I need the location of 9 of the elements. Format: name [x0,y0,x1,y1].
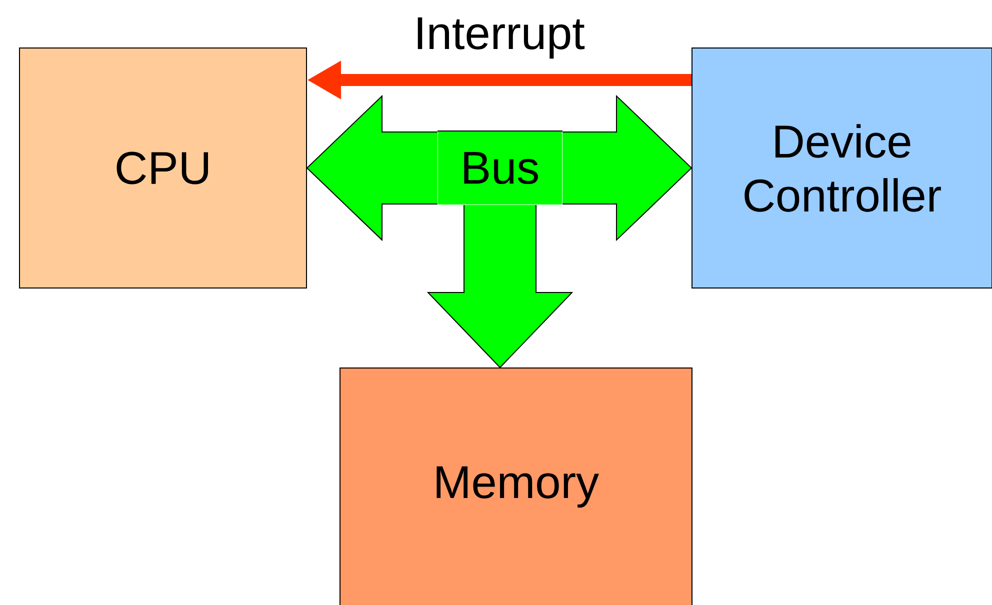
node-label: Bus [464,152,538,184]
bus-arrow [306,94,438,242]
bus-arrow [562,94,692,242]
process-box: Device Controller [692,48,992,288]
process-box: Memory [340,368,692,605]
process-box: CPU [19,48,307,288]
bus-arrow [426,204,574,368]
bus-junction: Bus [437,130,563,204]
edge-label: Interrupt [418,17,585,59]
